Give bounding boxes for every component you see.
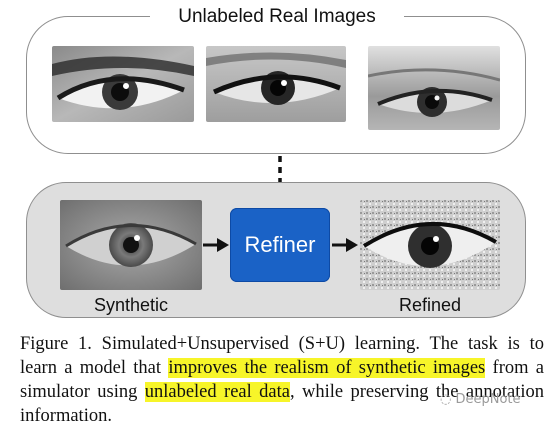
refined-label: Refined <box>398 295 462 315</box>
caption-text-suffix: , while preserving the annotation inform… <box>20 382 544 426</box>
watermark: ◌ DeepNote <box>440 392 521 407</box>
arrow-to-refined <box>332 238 358 252</box>
refined-eye-image <box>360 200 500 290</box>
caption-highlight-realism: improves the realism of synthetic images <box>168 358 486 378</box>
refiner-box: Refiner <box>230 208 330 282</box>
synthetic-eye-image <box>60 200 202 290</box>
real-eye-photo-1 <box>52 46 194 122</box>
caption-text-prefix: Figure 1. Simulated+Unsupervised (S+U) l… <box>20 334 544 378</box>
wechat-icon: ◌ <box>440 392 452 407</box>
caption-text-middle: from a simulator using <box>20 358 544 402</box>
real-eye-photo-3 <box>368 46 500 130</box>
arrow-to-refiner <box>203 238 229 252</box>
caption-highlight-unlabeled: unlabeled real data <box>144 382 290 402</box>
real-eye-photo-2 <box>206 46 346 122</box>
synthetic-label: Synthetic <box>93 295 169 315</box>
real-images-title: Unlabeled Real Images <box>150 4 404 30</box>
watermark-text: DeepNote <box>455 392 521 407</box>
figure-caption: Figure 1. Simulated+Unsupervised (S+U) l… <box>20 332 544 428</box>
